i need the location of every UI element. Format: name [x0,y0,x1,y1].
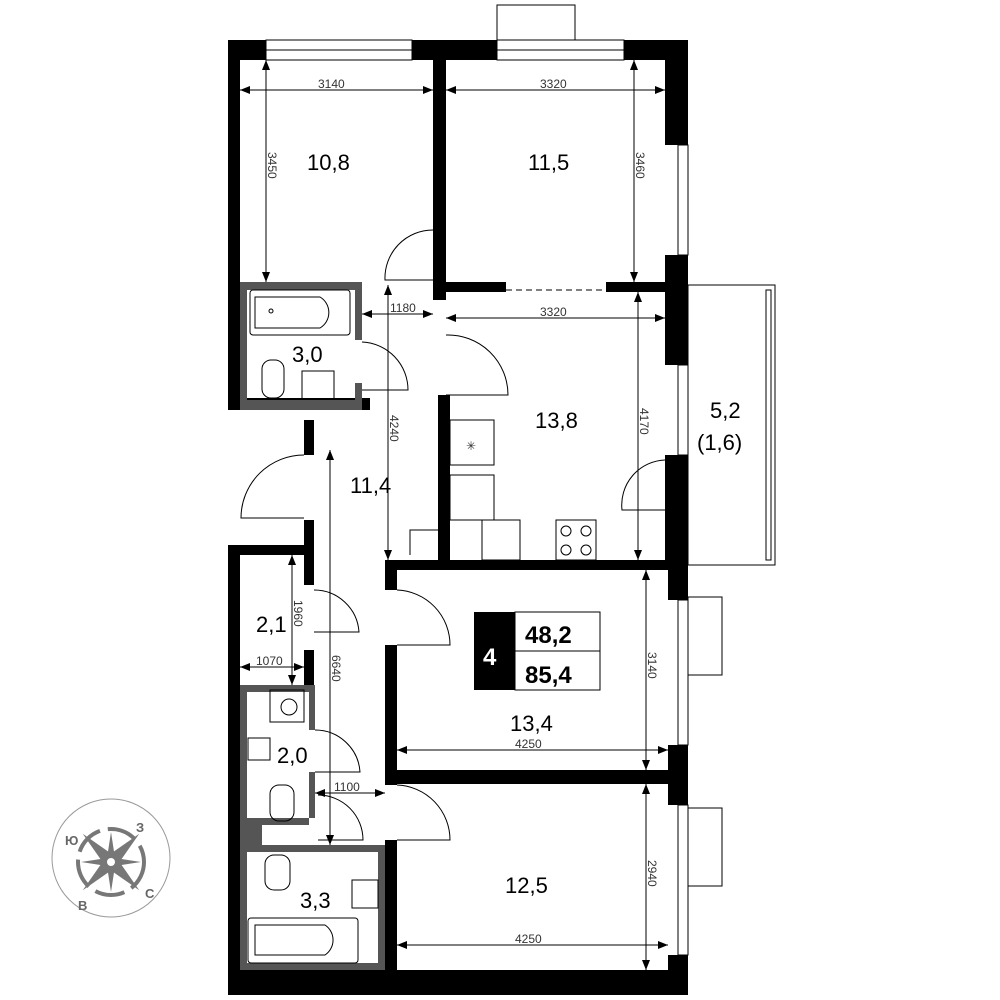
walls [228,40,688,995]
doors [240,229,666,841]
dim-4250: 4250 [515,932,542,946]
wc [240,589,361,845]
dim-4250: 4250 [515,737,542,751]
dim-1960: 1960 [291,600,305,627]
dimension-lines [240,60,668,970]
dim-2940: 2940 [645,860,659,887]
dim-3450: 3450 [265,152,279,179]
area-bedroom-nw: 10,8 [307,150,350,175]
dim-1070: 1070 [256,654,283,668]
kitchen-fixtures: ✳ [449,419,597,561]
dim-1180: 1180 [390,301,416,315]
balcony [687,284,776,566]
dim-3140: 3140 [318,77,345,91]
dim-4170: 4170 [637,408,651,435]
svg-text:✳: ✳ [466,439,476,453]
area-closet: 2,1 [256,612,287,637]
area-wc: 2,0 [277,743,308,768]
area-bedroom-e: 13,4 [510,711,553,736]
dim-4240: 4240 [387,415,401,442]
windows [265,4,723,956]
dim-3320: 3320 [540,77,567,91]
bathroom-2 [240,794,385,970]
compass-east: В [78,898,87,913]
area-balcony: 5,2 [710,398,741,423]
area-bedroom-n: 11,5 [528,150,569,175]
apartment-info-box: 4 48,2 85,4 [474,611,601,691]
total-area: 85,4 [525,662,572,689]
area-kitchen: 13,8 [535,408,578,433]
dim-3320-kitchen: 3320 [540,305,567,319]
living-area: 48,2 [525,622,572,649]
dimension-labels: 3140 3450 3320 3460 1180 3320 4240 4170 … [256,77,659,946]
dim-6640: 6640 [329,655,343,682]
dim-3140-right: 3140 [645,652,659,679]
compass-west: З [136,820,144,835]
bathroom-1 [240,282,409,410]
dim-1100: 1100 [334,780,360,794]
area-hall: 11,4 [350,473,391,498]
area-bath-2: 3,3 [300,888,331,913]
area-bedroom-se: 12,5 [505,873,548,898]
compass-north: С [145,886,155,901]
compass-icon: Ю З В С [51,798,171,918]
compass-south: Ю [65,833,78,848]
area-bath-1: 3,0 [292,342,323,367]
room-count: 4 [483,644,497,671]
dim-3460: 3460 [633,152,647,179]
room-areas: 10,8 11,5 3,0 13,8 5,2 (1,6) 11,4 2,1 2,… [256,150,742,913]
area-balcony-reduced: (1,6) [697,430,742,455]
